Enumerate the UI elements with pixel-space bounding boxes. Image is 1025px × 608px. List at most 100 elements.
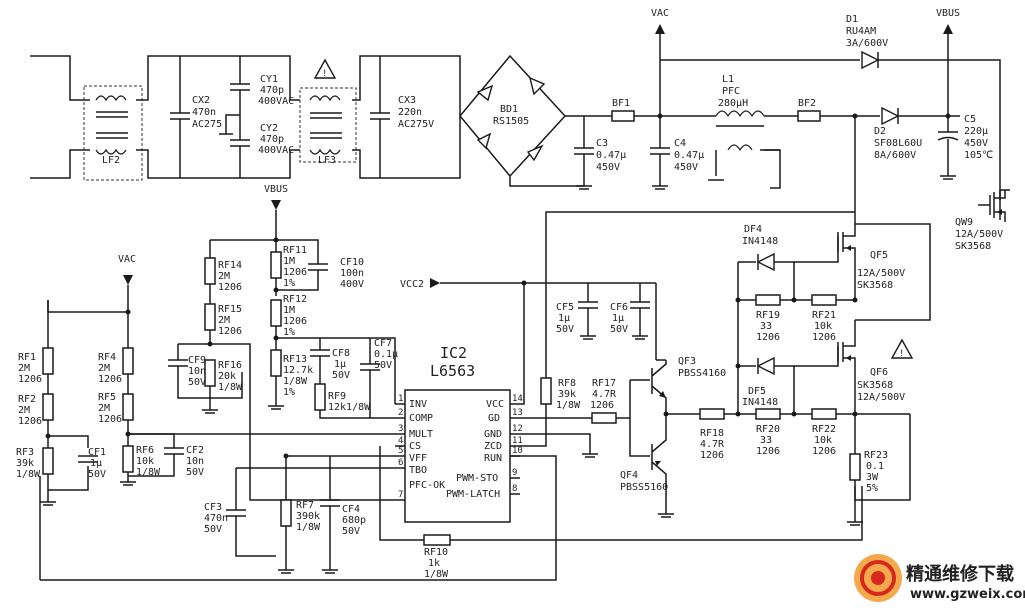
ic2-pin8-name: PWM-LATCH <box>446 489 500 500</box>
qw9-name: QW9 <box>955 217 973 228</box>
ic2-pin4-num: 4 <box>398 436 403 446</box>
cf4-name: CF4 <box>342 504 360 515</box>
rf15-value: 2M <box>218 315 230 326</box>
warning-icon <box>890 338 914 359</box>
rf16-name: RF16 <box>218 360 242 371</box>
ic2-pin13-num: 13 <box>512 408 523 418</box>
ic2-pin7-num: 7 <box>398 490 403 500</box>
rf15-name: RF15 <box>218 304 242 315</box>
l1-value: 280µH <box>718 98 748 109</box>
qf6-part: SK3568 <box>857 380 893 391</box>
rf3-name: RF3 <box>16 447 34 458</box>
lf2-choke <box>83 85 143 181</box>
rf13-power: 1/8W <box>283 376 308 387</box>
rf20-value: 33 <box>760 435 772 446</box>
ic2-pin6-num: 6 <box>398 458 403 468</box>
rf18-name: RF18 <box>700 428 724 439</box>
cy2-rating: 400VAC <box>258 145 294 156</box>
cf3-name: CF3 <box>204 502 222 513</box>
rf21-name: RF21 <box>812 310 836 321</box>
gate-drive-section: VCC2 CF5 1µ 50V CF6 1µ 50V RF8 39k 1/8W <box>400 211 931 526</box>
c4-value: 0.47µ <box>674 150 704 161</box>
df4-part: IN4148 <box>742 236 778 247</box>
ic2-pin5-name: VFF <box>409 453 427 464</box>
ic2-pin4-name: CS <box>409 441 421 452</box>
rf23-name: RF23 <box>864 450 888 461</box>
d2-value: SF08L60U <box>874 138 922 149</box>
rf6-name: RF6 <box>136 445 154 456</box>
cf5-value: 1µ <box>558 313 570 324</box>
rf11-tol: 1% <box>283 278 295 289</box>
cf1-rating: 50V <box>88 469 106 480</box>
ic2-part: L6563 <box>430 362 475 380</box>
l1-name: L1 <box>722 74 734 85</box>
rf14-value: 2M <box>218 271 230 282</box>
vbus-top-label: VBUS <box>936 8 960 19</box>
df4-name: DF4 <box>744 224 762 235</box>
ic2-pin8-num: 8 <box>512 484 517 494</box>
cy1-name: CY1 <box>260 74 278 85</box>
watermark-title: 精通维修下载 <box>906 563 1014 585</box>
ic2-pin9-num: 9 <box>512 468 517 478</box>
rf10-power: 1/8W <box>424 569 449 580</box>
rf9-name: RF9 <box>328 391 346 402</box>
c5-rating: 450V <box>964 138 988 149</box>
cf7-name: CF7 <box>374 338 392 349</box>
bf2-label: BF2 <box>798 98 816 109</box>
rf6-power: 1/8W <box>136 467 161 478</box>
rf1-value: 2M <box>18 363 30 374</box>
vac-top-label: VAC <box>651 8 669 19</box>
qf3-part: PBSS4160 <box>678 368 726 379</box>
cx3-name: CX3 <box>398 95 416 106</box>
rf19-value: 33 <box>760 321 772 332</box>
cf2-rating: 50V <box>186 467 204 478</box>
ic2-pin1-num: 1 <box>398 394 403 404</box>
lf3-choke <box>299 87 357 163</box>
ic2-pin2-num: 2 <box>398 408 403 418</box>
bf1-label: BF1 <box>612 98 630 109</box>
rf22-name: RF22 <box>812 424 836 435</box>
qf4-name: QF4 <box>620 470 638 481</box>
c4-rating: 450V <box>674 162 698 173</box>
c5-name: C5 <box>964 114 976 125</box>
rf18-value: 4.7R <box>700 439 725 450</box>
cx3-rating: AC275V <box>398 119 434 130</box>
ic2-pin14-num: 14 <box>512 394 523 404</box>
qf5-value: 12A/500V <box>857 268 905 279</box>
rf18-size: 1206 <box>700 450 724 461</box>
rf13-tol: 1% <box>283 387 295 398</box>
qf6-value: 12A/500V <box>857 392 905 403</box>
ic2-pin10-name: RUN <box>484 453 502 464</box>
rf8-value: 39k <box>558 389 576 400</box>
cf10-value: 100n <box>340 268 364 279</box>
d2-rating: 8A/600V <box>874 150 916 161</box>
rf21-size: 1206 <box>812 332 836 343</box>
cf4-value: 680p <box>342 515 366 526</box>
d1-name: D1 <box>846 14 858 25</box>
rf19-size: 1206 <box>756 332 780 343</box>
rf5-name: RF5 <box>98 392 116 403</box>
rf16-power: 1/8W <box>218 382 243 393</box>
d1-rating: 3A/600V <box>846 38 888 49</box>
rf5-value: 2M <box>98 403 110 414</box>
watermark-url: www.gzweix.com <box>910 587 1025 602</box>
c3-value: 0.47µ <box>596 150 626 161</box>
rf21-value: 10k <box>814 321 832 332</box>
ic2-pin3-num: 3 <box>398 424 403 434</box>
rf23-power: 3W <box>866 472 879 483</box>
rf7-name: RF7 <box>296 500 314 511</box>
ic2-pin14-name: VCC <box>486 399 504 410</box>
cx3-value: 220n <box>398 107 422 118</box>
rf4-value: 2M <box>98 363 110 374</box>
rf2-value: 2M <box>18 405 30 416</box>
left-divider-section: RF1 2M 1206 RF2 2M 1206 RF3 39k 1/8W CF1… <box>16 184 863 581</box>
rf13-value: 12.7k <box>283 365 313 376</box>
cf1-name: CF1 <box>88 447 106 458</box>
rf23-tol: 5% <box>866 483 878 494</box>
rf6-value: 10k <box>136 456 154 467</box>
rf22-value: 10k <box>814 435 832 446</box>
ic2-pin13-name: GD <box>488 413 500 424</box>
rf4-name: RF4 <box>98 352 116 363</box>
ic2-pin11-num: 11 <box>512 436 523 446</box>
